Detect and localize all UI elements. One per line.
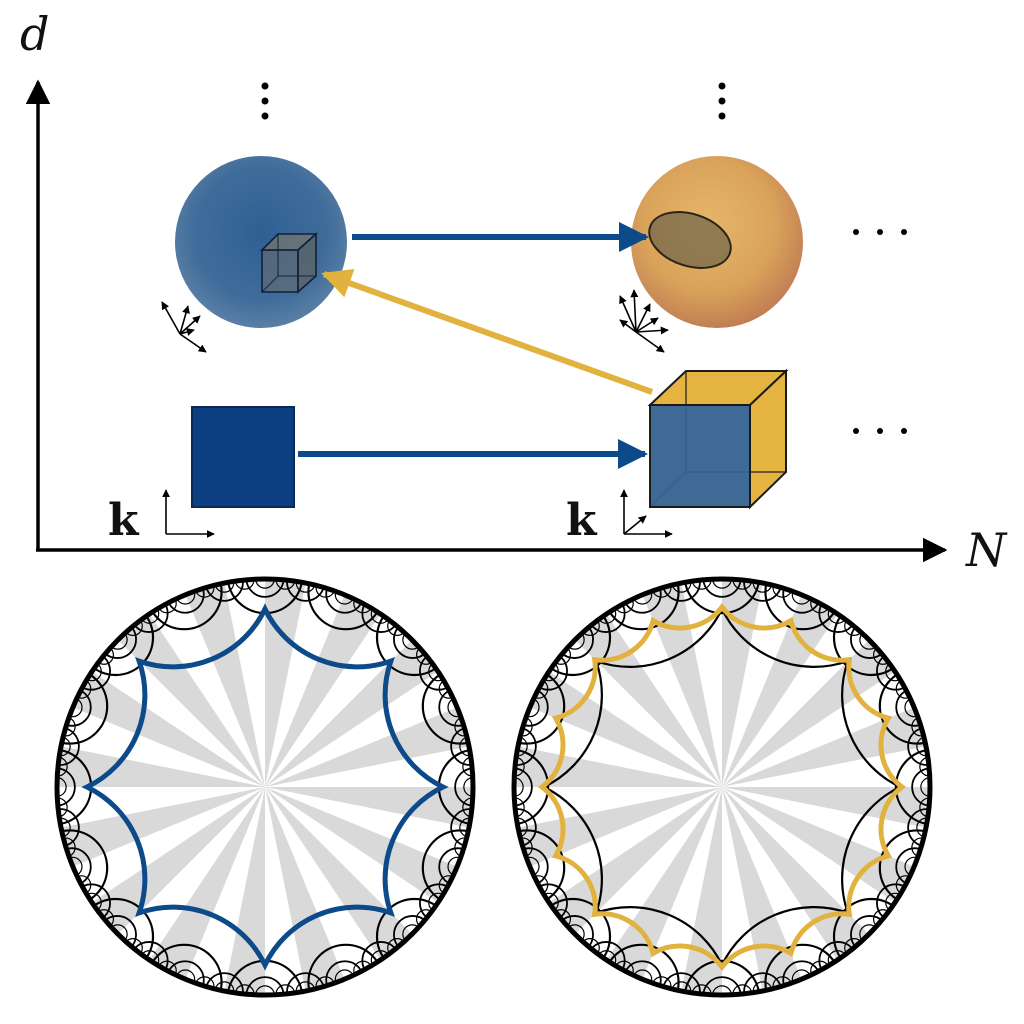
- gold-cube-with-blue-face: [647, 368, 789, 510]
- tiling-wedge: [681, 787, 722, 995]
- tiling-arc: [683, 959, 761, 995]
- axes: d N: [20, 7, 1008, 577]
- tiling-arc: [57, 777, 67, 797]
- tiling-arc: [841, 786, 901, 914]
- triad-2d-right: [620, 489, 673, 538]
- vertical-ellipsis-right: [718, 82, 726, 120]
- tiling-wedge: [265, 594, 381, 787]
- tiling-arc: [920, 777, 930, 797]
- right-disk: [511, 576, 933, 998]
- arrows: [298, 222, 654, 469]
- tiling-wedge: [265, 579, 306, 787]
- blue-ball-with-cube: [175, 156, 347, 328]
- tiling-wedge: [722, 787, 802, 992]
- tiling-arc: [712, 579, 732, 589]
- tiling-wedge: [722, 787, 930, 828]
- inner-ellipse: [648, 211, 732, 269]
- tiling-wedge: [642, 582, 722, 787]
- x-axis-label: N: [965, 523, 1008, 577]
- triad-right: [619, 289, 669, 353]
- tiling-arc: [514, 748, 550, 826]
- tiling-arc: [841, 660, 901, 788]
- triad-left: [161, 301, 207, 353]
- vertical-ellipsis-left: [261, 82, 269, 120]
- tiling-arc: [463, 777, 473, 797]
- tiling-wedge: [722, 579, 763, 787]
- tiling-wedge: [72, 671, 265, 787]
- tiling-arc: [683, 579, 761, 615]
- tiling-wedge: [265, 787, 458, 903]
- fundamental-polygon: [537, 602, 907, 972]
- tiling-wedge: [117, 614, 266, 787]
- tiling-wedge: [517, 787, 722, 867]
- tiling-wedge: [265, 787, 473, 828]
- tiling-arc: [911, 767, 930, 807]
- tiling-arc: [712, 985, 732, 995]
- tiling-arc: [543, 786, 603, 914]
- tiling-arc: [543, 660, 603, 788]
- tiling-arc: [721, 906, 849, 966]
- arrow-cube-to-ball: [321, 269, 654, 395]
- fundamental-polygon: [81, 603, 449, 971]
- tiling-wedge: [265, 639, 438, 787]
- tiling-arc: [702, 579, 742, 598]
- tiling-arc: [702, 976, 742, 995]
- k-label-left: k: [108, 495, 140, 546]
- horizontal-ellipsis-top: [853, 229, 907, 235]
- tiling-wedge: [224, 787, 265, 995]
- tiling-wedge: [514, 746, 722, 787]
- tiling-arc: [894, 748, 930, 826]
- tiling-arc: [245, 976, 285, 995]
- blue-square: [191, 406, 295, 508]
- tiling-wedge: [265, 707, 470, 787]
- tiling-wedge: [722, 707, 927, 787]
- tiling-wedge: [149, 787, 265, 980]
- small-cube: [260, 232, 319, 294]
- tiling-wedge: [606, 787, 722, 980]
- triad-2d-left: [162, 489, 215, 538]
- tiling-arc: [245, 579, 285, 598]
- tiling-arc: [514, 777, 524, 797]
- horizontal-ellipsis-bottom: [853, 428, 907, 434]
- tiling-wedge: [265, 787, 413, 960]
- tiling-wedge: [60, 787, 266, 867]
- tiling-arc: [255, 579, 275, 589]
- tiling-arc: [454, 767, 473, 807]
- tiling-wedge: [722, 594, 838, 787]
- tiling-arc: [595, 608, 723, 668]
- tiling-wedge: [57, 746, 265, 787]
- tiling-arc: [57, 767, 76, 807]
- tiling-wedge: [92, 787, 265, 935]
- y-axis-label: d: [20, 7, 49, 61]
- tiling-wedge: [265, 787, 345, 992]
- tiling-arc: [514, 767, 533, 807]
- tiling-wedge: [722, 787, 915, 903]
- tiling-wedge: [529, 671, 722, 787]
- left-disk: [54, 576, 476, 998]
- tiling-wedge: [185, 582, 265, 787]
- tiling-arc: [721, 608, 849, 668]
- tiling-arc: [255, 985, 275, 995]
- gold-ball-with-ellipse: [631, 156, 803, 328]
- k-label-right: k: [566, 495, 598, 546]
- tiling-arc: [595, 906, 723, 966]
